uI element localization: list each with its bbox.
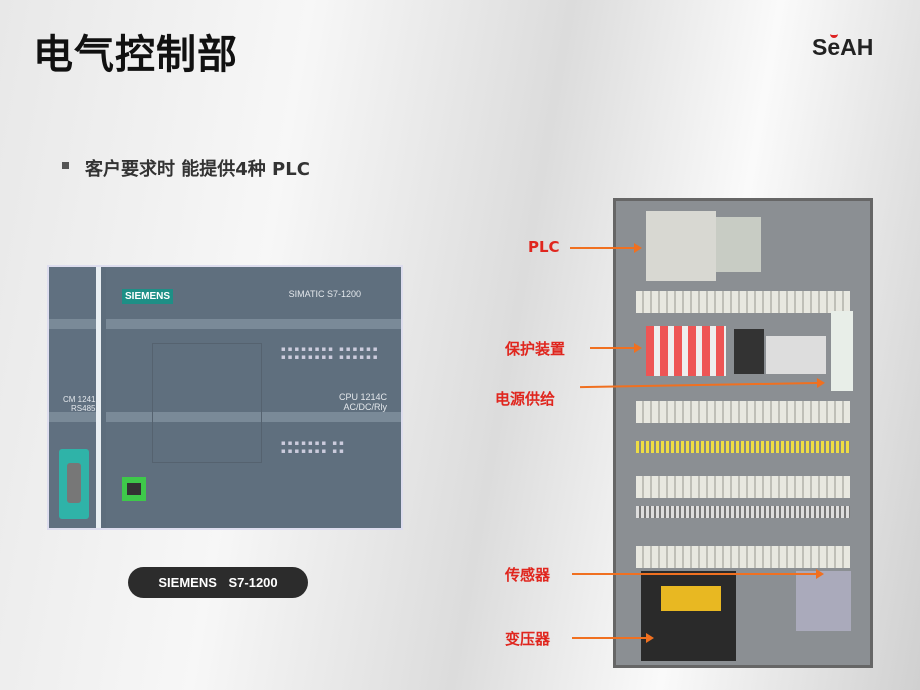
label-power-supply: 电源供给 [495, 390, 556, 408]
label-plc: PLC [528, 238, 560, 256]
db9-connector [59, 449, 89, 519]
label-transformer: 变压器 [505, 630, 551, 648]
arrow-icon [572, 569, 824, 579]
label-protection: 保护装置 [505, 340, 566, 358]
bullet-icon [62, 162, 69, 169]
arrow-icon [590, 343, 642, 353]
label-sensor: 传感器 [505, 566, 551, 584]
siemens-label: SIEMENS [122, 289, 174, 304]
cpu-line1: CPU 1214C [338, 392, 387, 402]
arrow-icon [570, 243, 642, 253]
bullet-text: 客户要求时 能提供4种 PLC [85, 159, 310, 180]
cm-line1: CM 1241 [63, 395, 96, 404]
cpu-line2: AC/DC/Rly [343, 402, 387, 412]
cm-line2: RS485 [71, 404, 96, 413]
cpu-module: SIEMENS SIMATIC S7-1200 ▪▪▪▪▪▪▪▪ ▪▪▪▪▪▪▪… [106, 267, 401, 528]
cabinet-photo [613, 198, 873, 668]
arrow-icon [572, 633, 654, 643]
simatic-label: SIMATIC S7-1200 [288, 289, 361, 299]
ethernet-port [122, 477, 146, 501]
slide-title: 电气控制部 [33, 32, 238, 78]
seah-logo: SeAH [812, 34, 874, 60]
model-badge: SIEMENS S7-1200 [128, 567, 308, 598]
